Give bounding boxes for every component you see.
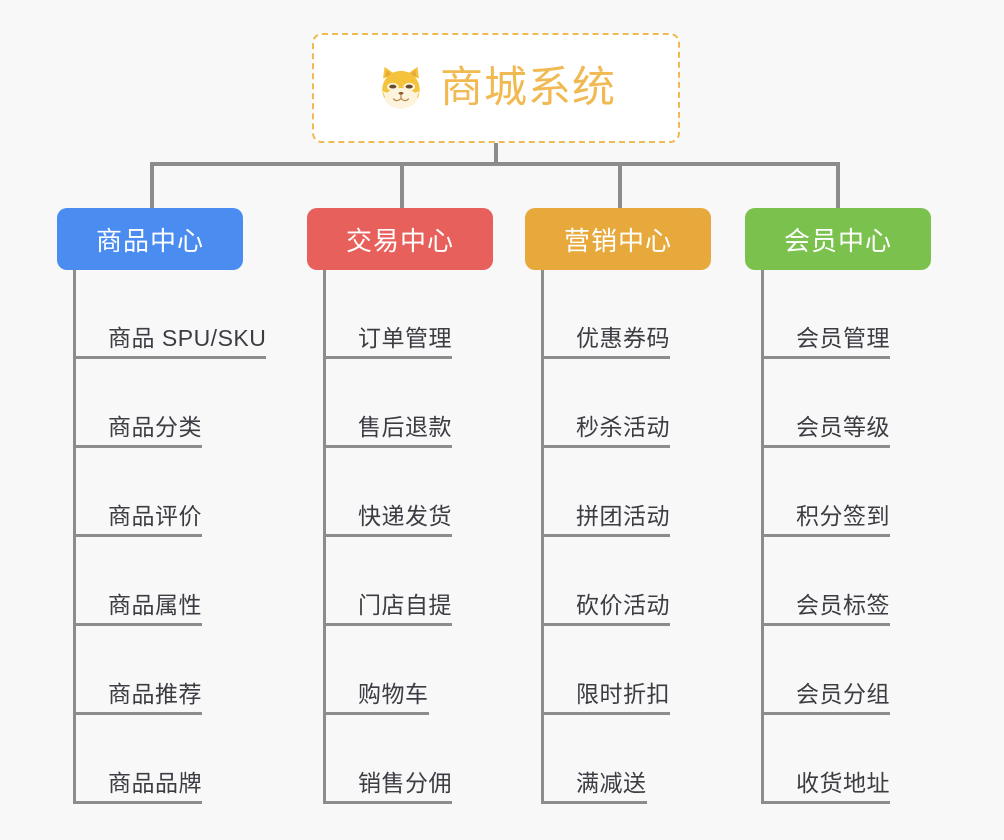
leaf-item-label: 售后退款 xyxy=(358,414,452,448)
branch-column-3: 营销中心 优惠券码秒杀活动拼团活动砍价活动限时折扣满减送 xyxy=(525,208,745,804)
connector-drop-1 xyxy=(150,162,154,208)
shiba-dog-face-icon xyxy=(376,63,426,113)
leaf-item[interactable]: 秒杀活动 xyxy=(541,359,745,448)
connector-root-stem xyxy=(494,143,498,166)
leaf-list-2: 订单管理售后退款快递发货门店自提购物车销售分佣 xyxy=(323,270,527,804)
leaf-item-label: 优惠券码 xyxy=(576,325,670,359)
leaf-item[interactable]: 订单管理 xyxy=(323,270,527,359)
leaf-item-label: 限时折扣 xyxy=(576,681,670,715)
branch-column-2: 交易中心 订单管理售后退款快递发货门店自提购物车销售分佣 xyxy=(307,208,527,804)
leaf-item-label: 商品评价 xyxy=(108,503,202,537)
branch-header-1[interactable]: 商品中心 xyxy=(57,208,243,270)
leaf-item-label: 商品 SPU/SKU xyxy=(108,325,267,359)
leaf-item[interactable]: 限时折扣 xyxy=(541,626,745,715)
connector-drop-2 xyxy=(400,162,404,208)
branch-header-label: 营销中心 xyxy=(563,225,672,256)
leaf-item[interactable]: 会员标签 xyxy=(761,537,965,626)
connector-drop-4 xyxy=(836,162,840,208)
root-title: 商城系统 xyxy=(440,63,616,112)
leaf-item[interactable]: 收货地址 xyxy=(761,715,965,804)
leaf-item[interactable]: 会员等级 xyxy=(761,359,965,448)
leaf-item[interactable]: 拼团活动 xyxy=(541,448,745,537)
leaf-item-label: 会员标签 xyxy=(796,592,890,626)
branch-header-2[interactable]: 交易中心 xyxy=(307,208,493,270)
connector-horizontal-bus xyxy=(150,162,840,166)
leaf-item[interactable]: 积分签到 xyxy=(761,448,965,537)
leaf-item-label: 收货地址 xyxy=(796,770,890,804)
branch-column-4: 会员中心 会员管理会员等级积分签到会员标签会员分组收货地址 xyxy=(745,208,965,804)
leaf-item-label: 商品属性 xyxy=(108,592,202,626)
leaf-item[interactable]: 商品评价 xyxy=(73,448,277,537)
leaf-item-label: 商品推荐 xyxy=(108,681,202,715)
leaf-item-label: 购物车 xyxy=(358,681,429,715)
branch-column-1: 商品中心 商品 SPU/SKU 商品分类商品评价商品属性商品推荐商品品牌 xyxy=(57,208,277,804)
root-node[interactable]: 商城系统 xyxy=(312,33,680,143)
leaf-item-label: 会员等级 xyxy=(796,414,890,448)
connector-drop-3 xyxy=(618,162,622,208)
leaf-item-label: 积分签到 xyxy=(796,503,890,537)
leaf-item[interactable]: 销售分佣 xyxy=(323,715,527,804)
leaf-item[interactable]: 售后退款 xyxy=(323,359,527,448)
leaf-item-label: 会员管理 xyxy=(796,325,890,359)
leaf-item-label: 商品品牌 xyxy=(108,770,202,804)
leaf-item-label: 会员分组 xyxy=(796,681,890,715)
leaf-item-label: 订单管理 xyxy=(358,325,452,359)
leaf-item[interactable]: 商品 SPU/SKU xyxy=(73,270,277,359)
leaf-item-label: 销售分佣 xyxy=(358,770,452,804)
leaf-item[interactable]: 门店自提 xyxy=(323,537,527,626)
leaf-item-label: 秒杀活动 xyxy=(576,414,670,448)
leaf-list-1: 商品 SPU/SKU 商品分类商品评价商品属性商品推荐商品品牌 xyxy=(73,270,277,804)
leaf-item-label: 砍价活动 xyxy=(576,592,670,626)
leaf-item[interactable]: 快递发货 xyxy=(323,448,527,537)
leaf-item-label: 门店自提 xyxy=(358,592,452,626)
branch-header-label: 会员中心 xyxy=(783,225,892,256)
leaf-item[interactable]: 会员分组 xyxy=(761,626,965,715)
leaf-list-3: 优惠券码秒杀活动拼团活动砍价活动限时折扣满减送 xyxy=(541,270,745,804)
leaf-item-label: 商品分类 xyxy=(108,414,202,448)
leaf-item[interactable]: 商品属性 xyxy=(73,537,277,626)
branch-header-3[interactable]: 营销中心 xyxy=(525,208,711,270)
leaf-item[interactable]: 商品品牌 xyxy=(73,715,277,804)
leaf-item[interactable]: 商品推荐 xyxy=(73,626,277,715)
leaf-item-label: 拼团活动 xyxy=(576,503,670,537)
leaf-item[interactable]: 砍价活动 xyxy=(541,537,745,626)
leaf-item[interactable]: 满减送 xyxy=(541,715,745,804)
branch-header-4[interactable]: 会员中心 xyxy=(745,208,931,270)
branch-header-label: 交易中心 xyxy=(345,225,454,256)
leaf-item[interactable]: 会员管理 xyxy=(761,270,965,359)
leaf-item-label: 满减送 xyxy=(576,770,647,804)
leaf-list-4: 会员管理会员等级积分签到会员标签会员分组收货地址 xyxy=(761,270,965,804)
branch-header-label: 商品中心 xyxy=(95,225,204,256)
leaf-item-label: 快递发货 xyxy=(358,503,452,537)
leaf-item[interactable]: 优惠券码 xyxy=(541,270,745,359)
leaf-item[interactable]: 购物车 xyxy=(323,626,527,715)
leaf-item[interactable]: 商品分类 xyxy=(73,359,277,448)
